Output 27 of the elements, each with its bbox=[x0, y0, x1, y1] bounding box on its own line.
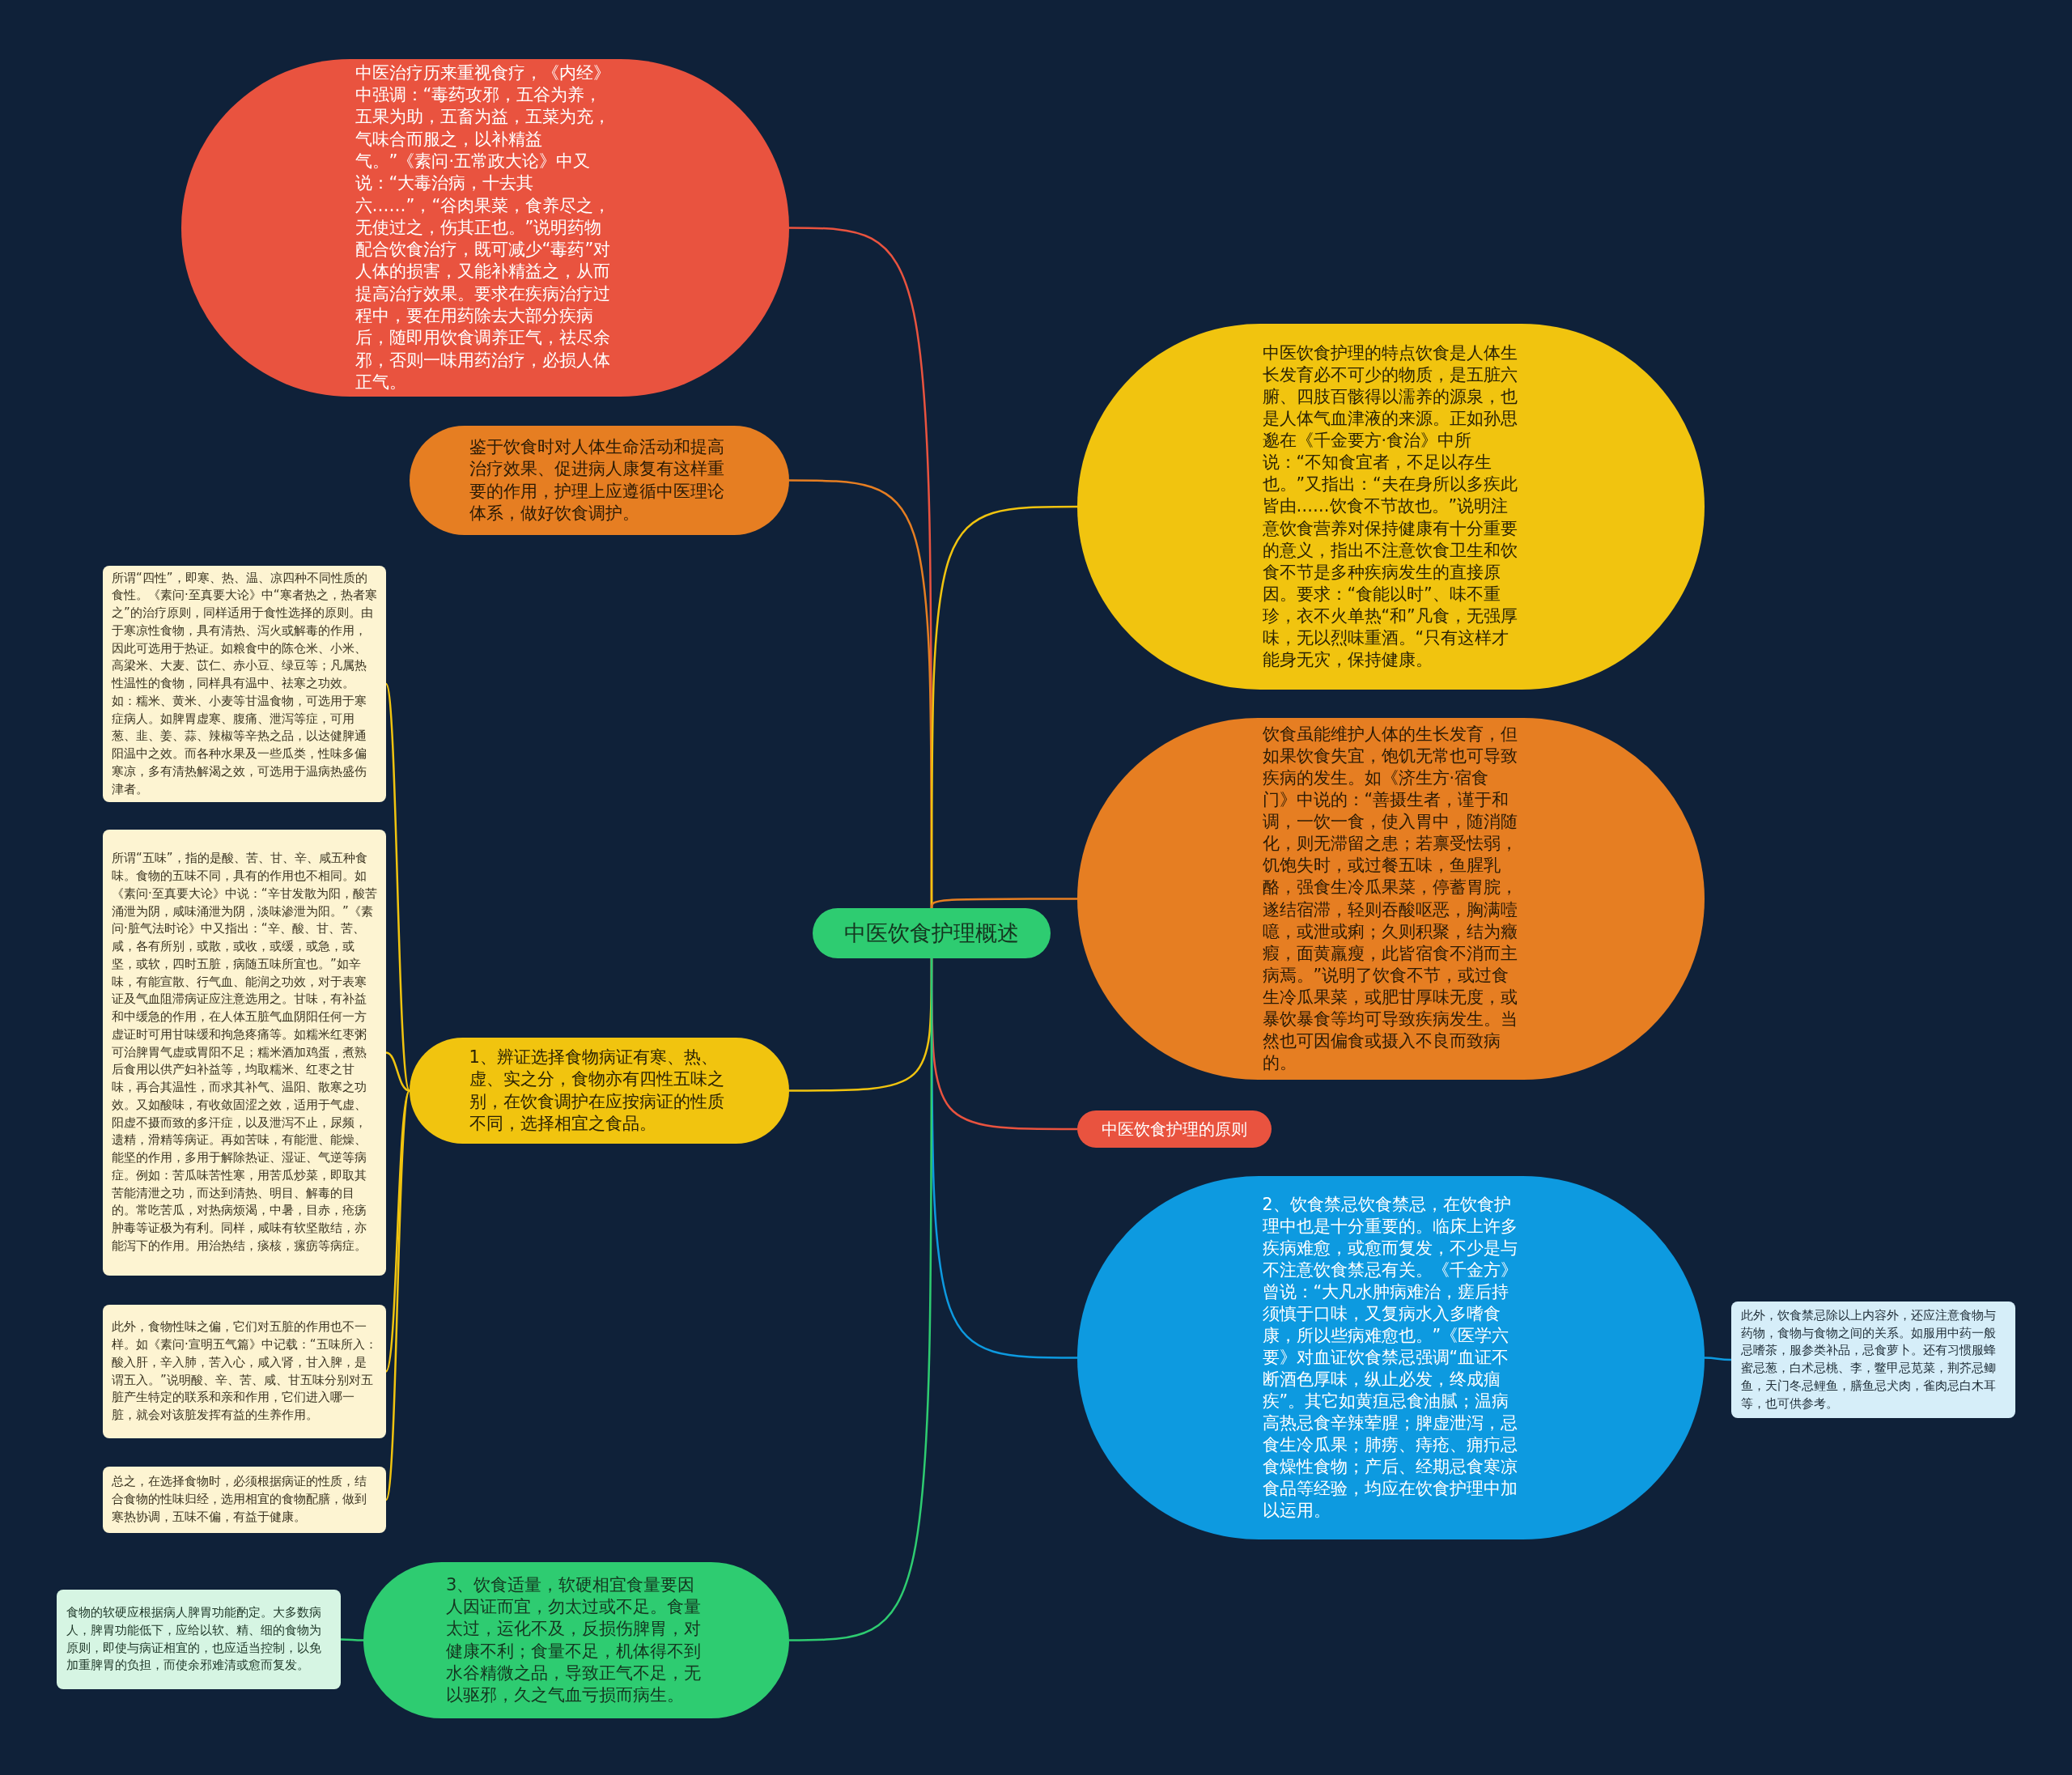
connector-line bbox=[384, 683, 411, 1091]
note-card bbox=[103, 1467, 386, 1533]
paragraph-text: 总之，在选择食物时，必须根据病证的性质，结合食物的性味归经，选用相宜的食物配膳，做到寒热协调，五味不偏，有益于健康。 bbox=[112, 1473, 367, 1526]
paragraph-text: 中医饮食护理的原则 bbox=[1102, 1119, 1247, 1139]
paragraph-text: 此外，食物性味之偏，它们对五脏的作用也不一样。如《素问·宣明五气篇》中记载：“五味所入：酸入肝，辛入肺，苦入心，咸入肾，甘入脾，是谓五入。”说明酸、辛、苦、咸、甘五味分别对五脏产生特定的联系和亲和作用，它们进入哪一脏，就会对该脏发挥有益的生养作用。 bbox=[112, 1319, 377, 1424]
note-card bbox=[1731, 1302, 2015, 1418]
note-card bbox=[103, 1305, 386, 1438]
connector-line bbox=[930, 898, 1077, 909]
paragraph-text: 食物的软硬应根据病人脾胃功能酌定。大多数病人，脾胃功能低下，应给以软、精、细的食物为原则，即使与病证相宜的，也应适当控制，以免加重脾胃的负担，而使余邪难清或愈而复发。 bbox=[66, 1604, 322, 1675]
paragraph-text: 饮食虽能维护人体的生长发育，但如果饮食失宜，饱饥无常也可导致疾病的发生。如《济生方·宿食门》中说的：“善摄生者，谨于和调，一饮一食，使入胃中，随消随化，则无滞留之患；若禀受怯弱，饥饱失时，或过餐五味，鱼腥乳酪，强食生冷瓜果菜，停蓄胃脘，遂结宿滞，轻则吞酸呕恶，胸满噎噫，或泄或痢；久则积聚，结为癥瘕，面黄羸瘦，此皆宿食不消而主病焉。”说明了饮食不节，或过食生冷瓜果菜，或肥甘厚味无度，或暴饮暴食等均可导致疾病发生。当然也可因偏食或摄入不良而致病的。 bbox=[1262, 724, 1518, 1074]
connector-line bbox=[385, 1051, 410, 1092]
connector-line bbox=[384, 1090, 411, 1501]
paragraph-text: 所谓“四性”，即寒、热、温、凉四种不同性质的食性。《素问·至真要大论》中“寒者热之，热者寒之”的治疗原则，同样适用于食性选择的原则。由于寒凉性食物，具有清热、泻火或解毒的作用，因此可选用于热证。如粮食中的陈仓米、小米、高梁米、大麦、苡仁、赤小豆、绿豆等；凡属热性温性的食物，同样具有温中、祛寒之功效。如：糯米、黄米、小麦等甘温食物，可选用于寒症病人。如脾胃虚寒、腹痛、泄泻等症，可用葱、韭、姜、蒜、辣椒等辛热之品，以达健脾通阳温中之效。而各种水果及一些瓜类，性味多偏寒凉，多有清热解渴之效，可选用于温病热盛伤津者。 bbox=[112, 569, 377, 798]
paragraph-text: 此外，饮食禁忌除以上内容外，还应注意食物与药物，食物与食物之间的关系。如服用中药一般忌嗜茶，服参类补品，忌食萝卜。还有习惯服蜂蜜忌葱，白术忌桃、李，鳖甲忌苋菜，荆芥忌鲫鱼，天门冬忌鲤鱼，膳鱼忌犬肉，雀肉忌白木耳等，也可供参考。 bbox=[1740, 1306, 1997, 1412]
paragraph-text: 3、饮食适量，软硬相宜食量要因人因证而宜，勿太过或不足。食量太过，运化不及，反损伤脾胃，对健康不利；食量不足，机体得不到水谷精微之品，导致正气不足，无以驱邪，久之气血亏损而病生。 bbox=[446, 1573, 702, 1707]
paragraph-text: 中医饮食护理的特点饮食是人体生长发育必不可少的物质，是五脏六腑、四肢百骸得以濡养的源泉，也是人体气血津液的来源。正如孙思邈在《千金要方·食治》中所说：“不知食宜者，不足以存生也。”又指出：“夫在身所以多疾此皆由……饮食不节故也。”说明注意饮食营养对保持健康有十分重要的意义，指出不注意饮食卫生和饮食不节是多种疾病发生的直接原因。要求：“食能以时”、味不重珍，衣不火单热“和”凡食，无强厚味，无以烈味重酒。“只有这样才能身无灾，保持健康。 bbox=[1262, 342, 1518, 671]
paragraph-text: 鉴于饮食时对人体生命活动和提高治疗效果、促进病人康复有这样重要的作用，护理上应遵循中医理论体系，做好饮食调护。 bbox=[469, 435, 725, 524]
connector-line bbox=[341, 1638, 363, 1641]
paragraph-text: 1、辨证选择食物病证有寒、热、虚、实之分，食物亦有四性五味之别，在饮食调护在应按病证的性质不同，选择相宜之食品。 bbox=[469, 1046, 725, 1135]
paragraph-text: 中医饮食护理概述 bbox=[844, 919, 1019, 947]
topic-pill bbox=[1077, 1110, 1272, 1148]
paragraph-text: 中医治疗历来重视食疗，《内经》中强调：“毒药攻邪，五谷为养，五果为助，五畜为益，五菜为充，气味合而服之，以补精益气。”《素问·五常政大论》中又说：“大毒治病，十去其六……”，“谷肉果菜，食养尽之，无使过之，伤其正也。”说明药物配合饮食治疗，既可减少“毒药”对人体的损害，又能补精益之，从而提高治疗效果。要求在疾病治疗过程中，要在用药除去大部分疾病后，随即用饮食调养正气，祛尽余邪，否则一味用药治疗，必损人体正气。 bbox=[355, 62, 612, 393]
note-card bbox=[57, 1590, 341, 1689]
paragraph-text: 2、饮食禁忌饮食禁忌，在饮食护理中也是十分重要的。临床上许多疾病难愈，或愈而复发，不少是与不注意饮食禁忌有关。《千金方》曾说：“大凡水肿病难治，瘥后持须慎于口味，又复病水入多嗜食康，所以些病难愈也。”《医学六要》对血证饮食禁忌强调“血证不断酒色厚味，纵止必发，终成痼疾”。其它如黄疸忌食油腻；温病高热忌食辛辣荤腥；脾虚泄泻，忌食生冷瓜果；肺痨、痔疮、痈疖忌食燥性食物；产后、经期忌食寒凉食品等经验，均应在饮食护理中加以运用。 bbox=[1262, 1193, 1518, 1522]
connector-line bbox=[1705, 1357, 1731, 1361]
connector-line bbox=[789, 958, 933, 1641]
paragraph-text: 所谓“五味”，指的是酸、苦、甘、辛、咸五种食味。食物的五味不同，具有的作用也不相同。如《素问·至真要大论》中说：“辛甘发散为阳，酸苦涌泄为阴，咸味涌泄为阴，淡味渗泄为阳。”《素问·脏气法时论》中又指出：“辛、酸、甘、苦、咸，各有所别，或散，或收，或缓，或急，或坚，或软，四时五脏，病随五味所宜也。”如辛味，有能宣散、行气血、能润之功效，对于表寒证及气血阻滞病证应注意选用之。甘味，有补益和中缓急的作用，在人体五脏气血阴阳任何一方虚证时可用甘味缓和拘急疼痛等。如糯米红枣粥可治脾胃气虚或胃阳不足；糯米酒加鸡蛋，煮熟后食用以供产妇补益等，均取糯米、红枣之甘味，再合其温性，而求其补气、温阳、散寒之功效。又如酸味，有收敛固涩之效，适用于气虚、阳虚不摄而致的多汗症，以及泄泻不止，尿频，遗精，滑精等病证。再如苦味，有能泄、能燥、能坚的作用，多用于解除热证、湿证、气逆等病症。例如：苦瓜味苦性寒，用苦瓜炒菜，即取其苦能清泄之功，而达到清热、明目、解毒的目的。常吃苦瓜，对热病烦渴，中暑，目赤，疮疡肿毒等证极为有利。同样，咸味有软坚散结，亦能泻下的作用。用治热结，痰核，瘰疬等病症。 bbox=[112, 850, 377, 1255]
